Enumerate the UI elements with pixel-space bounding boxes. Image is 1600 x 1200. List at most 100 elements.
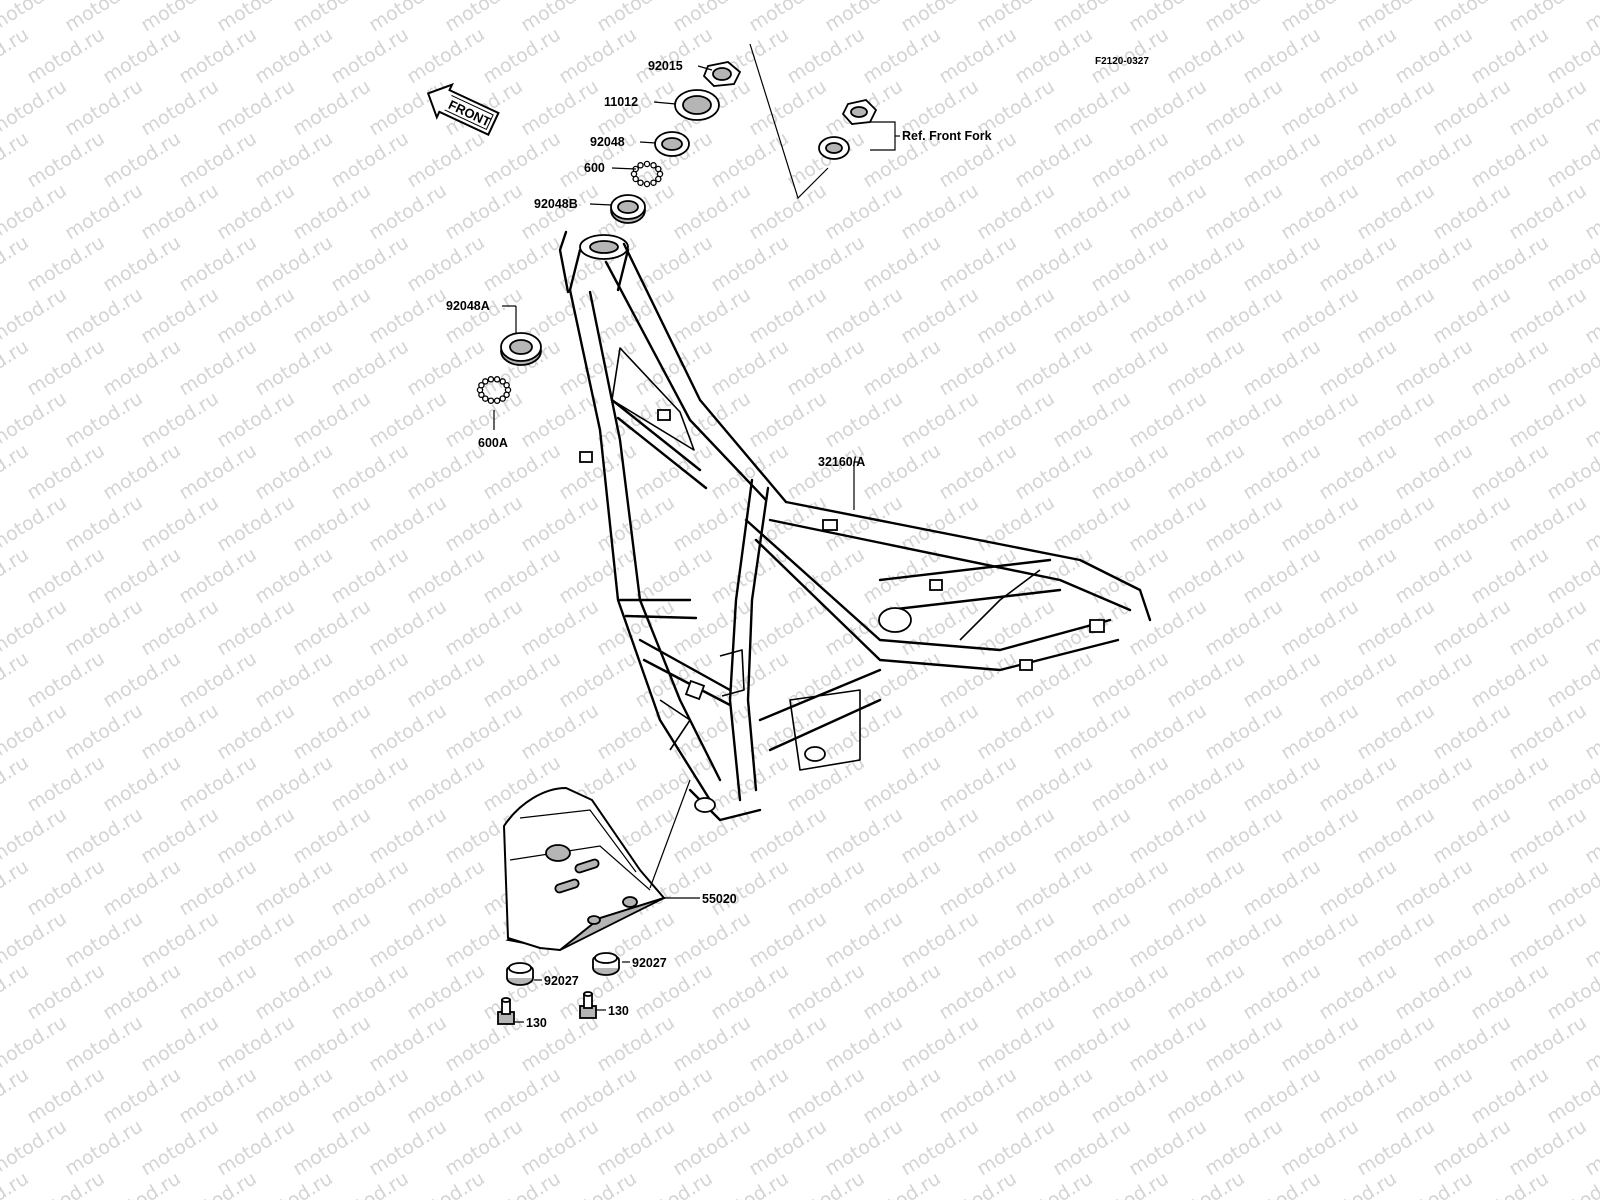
watermark-text: motod.ru — [555, 543, 641, 608]
watermark-text: motod.ru — [1467, 439, 1553, 504]
watermark-text: motod.ru — [745, 595, 831, 660]
watermark-text: motod.ru — [213, 387, 299, 452]
watermark-text: motod.ru — [289, 387, 375, 452]
label-11012: 11012 — [604, 95, 638, 109]
watermark-text: motod.ru — [1087, 439, 1173, 504]
watermark-text: motod.ru — [251, 1063, 337, 1128]
bearing-ball — [482, 395, 489, 402]
watermark-text: motod.ru — [707, 127, 793, 192]
watermark-text: motod.ru — [1467, 959, 1553, 1024]
watermark-text: motod.ru — [1505, 595, 1591, 660]
watermark-text: motod.ru — [1201, 803, 1287, 868]
watermark-text: motod.ru — [327, 1167, 413, 1200]
watermark-text: motod.ru — [61, 179, 147, 244]
watermark-text: motod.ru — [61, 491, 147, 556]
watermark-text: motod.ru — [99, 855, 185, 920]
watermark-text: motod.ru — [555, 1063, 641, 1128]
watermark-text: motod.ru — [1277, 907, 1363, 972]
watermark-text: motod.ru — [175, 855, 261, 920]
watermark-text: motod.ru — [251, 127, 337, 192]
lower-race-92048A — [500, 332, 542, 366]
watermark-text: motod.ru — [1277, 595, 1363, 660]
watermark-text: motod.ru — [1201, 1115, 1287, 1180]
watermark-text: motod.ru — [631, 1167, 717, 1200]
watermark-text: motod.ru — [175, 127, 261, 192]
watermark-text: motod.ru — [479, 231, 565, 296]
watermark-text: motod.ru — [365, 595, 451, 660]
watermark-text: motod.ru — [479, 127, 565, 192]
watermark-text: motod.ru — [1391, 439, 1477, 504]
watermark-text: motod.ru — [631, 543, 717, 608]
watermark-text: motod.ru — [821, 0, 907, 36]
watermark-text: motod.ru — [23, 543, 109, 608]
watermark-text: motod.ru — [897, 1115, 983, 1180]
watermark-text: motod.ru — [1125, 179, 1211, 244]
watermark-text: motod.ru — [479, 1167, 565, 1200]
watermark-text: motod.ru — [1391, 959, 1477, 1024]
watermark-text: motod.ru — [1353, 595, 1439, 660]
watermark-text: motod.ru — [251, 23, 337, 88]
watermark-text: motod.ru — [1239, 855, 1325, 920]
race-92048 — [654, 131, 690, 157]
watermark-text: motod.ru — [1277, 1011, 1363, 1076]
watermark-text: motod.ru — [403, 855, 489, 920]
watermark-text: motod.ru — [61, 907, 147, 972]
bearing-ball — [650, 162, 657, 169]
watermark-text: motod.ru — [1163, 335, 1249, 400]
watermark-text: motod.ru — [137, 179, 223, 244]
watermark-text: motod.ru — [1201, 699, 1287, 764]
watermark-text: motod.ru — [1163, 127, 1249, 192]
watermark-text: motod.ru — [1353, 907, 1439, 972]
watermark-text: motod.ru — [61, 0, 147, 36]
watermark-text: motod.ru — [251, 543, 337, 608]
watermark-text: motod.ru — [1163, 231, 1249, 296]
watermark-text: motod.ru — [1467, 23, 1553, 88]
watermark-text: motod.ru — [175, 751, 261, 816]
watermark-text: motod.ru — [1125, 491, 1211, 556]
watermark-text: motod.ru — [327, 855, 413, 920]
watermark-text: motod.ru — [1467, 543, 1553, 608]
watermark-text: motod.ru — [935, 439, 1021, 504]
watermark-text: motod.ru — [137, 699, 223, 764]
watermark-text: motod.ru — [1125, 595, 1211, 660]
grommet-92027-right — [592, 952, 620, 976]
watermark-text: motod.ru — [1239, 1063, 1325, 1128]
watermark-text: motod.ru — [1353, 0, 1439, 36]
watermark-text: motod.ru — [1011, 543, 1097, 608]
watermark-text: motod.ru — [707, 1063, 793, 1128]
watermark-text: motod.ru — [1315, 335, 1401, 400]
watermark-text: motod.ru — [707, 959, 793, 1024]
watermark-text: motod.ru — [1011, 231, 1097, 296]
watermark-text: motod.ru — [365, 387, 451, 452]
watermark-text: motod.ru — [669, 907, 755, 972]
watermark-text: motod.ru — [1277, 387, 1363, 452]
watermark-text: motod.ru — [327, 439, 413, 504]
watermark-text: motod.ru — [707, 855, 793, 920]
watermark-text: motod.ru — [1049, 0, 1135, 36]
watermark-text: motod.ru — [1087, 959, 1173, 1024]
watermark-text: motod.ru — [327, 127, 413, 192]
bearing-ball — [637, 162, 644, 169]
watermark-text: motod.ru — [1315, 127, 1401, 192]
watermark-text: motod.ru — [289, 491, 375, 556]
watermark-text: motod.ru — [1353, 75, 1439, 140]
watermark-text: motod.ru — [1011, 1063, 1097, 1128]
watermark-text: motod.ru — [403, 231, 489, 296]
watermark-text: motod.ru — [707, 751, 793, 816]
watermark-text: motod.ru — [1505, 75, 1591, 140]
watermark-text: motod.ru — [1125, 0, 1211, 36]
watermark-text: motod.ru — [973, 0, 1059, 36]
watermark-text: motod.ru — [973, 907, 1059, 972]
watermark-text: motod.ru — [1239, 1167, 1325, 1200]
watermark-text: motod.ru — [631, 23, 717, 88]
watermark-text: motod.ru — [517, 387, 603, 452]
watermark-text: motod.ru — [1429, 1115, 1515, 1180]
watermark-text: motod.ru — [1087, 855, 1173, 920]
watermark-text: motod.ru — [821, 283, 907, 348]
watermark-text: motod.ru — [23, 439, 109, 504]
watermark-text: motod.ru — [1505, 179, 1591, 244]
watermark-text: motod.ru — [479, 543, 565, 608]
watermark-text: motod.ru — [1467, 1167, 1553, 1200]
